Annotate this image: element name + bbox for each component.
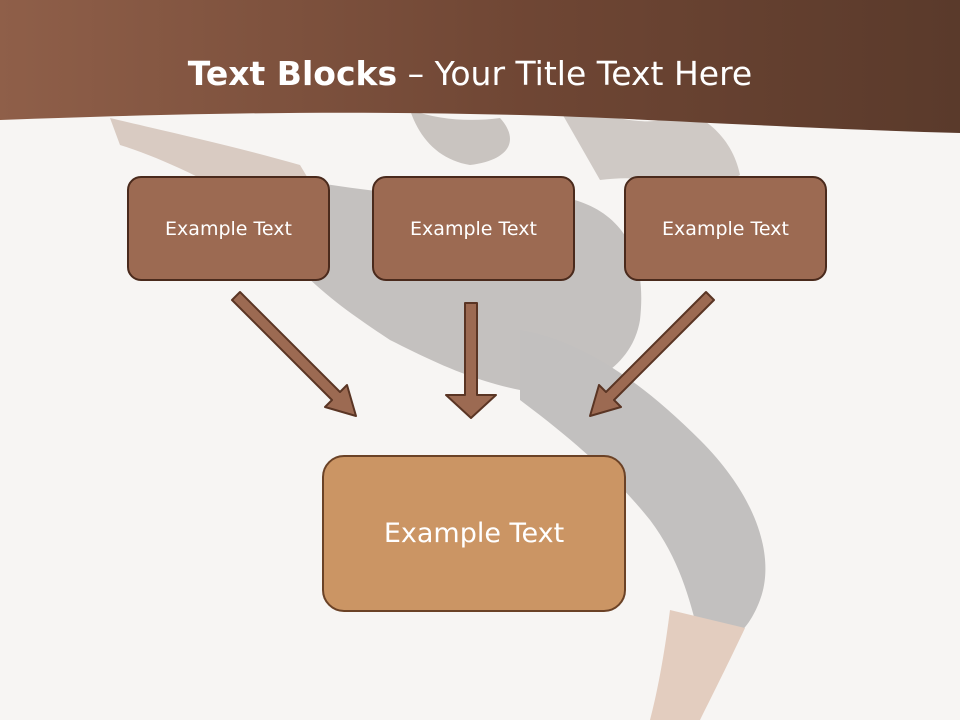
- header-band: [0, 0, 960, 133]
- arrow-down-right-icon: [231, 291, 357, 417]
- title-rest-part: – Your Title Text Here: [407, 54, 753, 93]
- title-bold-part: Text Blocks: [187, 54, 398, 93]
- slide-title: Text Blocks – Your Title Text Here: [0, 54, 940, 93]
- arrow-down-left-icon: [589, 291, 715, 417]
- text-block-result-label: Example Text: [383, 518, 565, 549]
- text-block-right[interactable]: Example Text: [624, 176, 827, 281]
- text-block-center-label: Example Text: [410, 217, 537, 240]
- text-block-left-label: Example Text: [165, 217, 292, 240]
- text-block-result[interactable]: Example Text: [322, 455, 626, 612]
- text-block-right-label: Example Text: [662, 217, 789, 240]
- text-block-left[interactable]: Example Text: [127, 176, 330, 281]
- text-block-center[interactable]: Example Text: [372, 176, 575, 281]
- arrow-down-icon: [445, 302, 497, 419]
